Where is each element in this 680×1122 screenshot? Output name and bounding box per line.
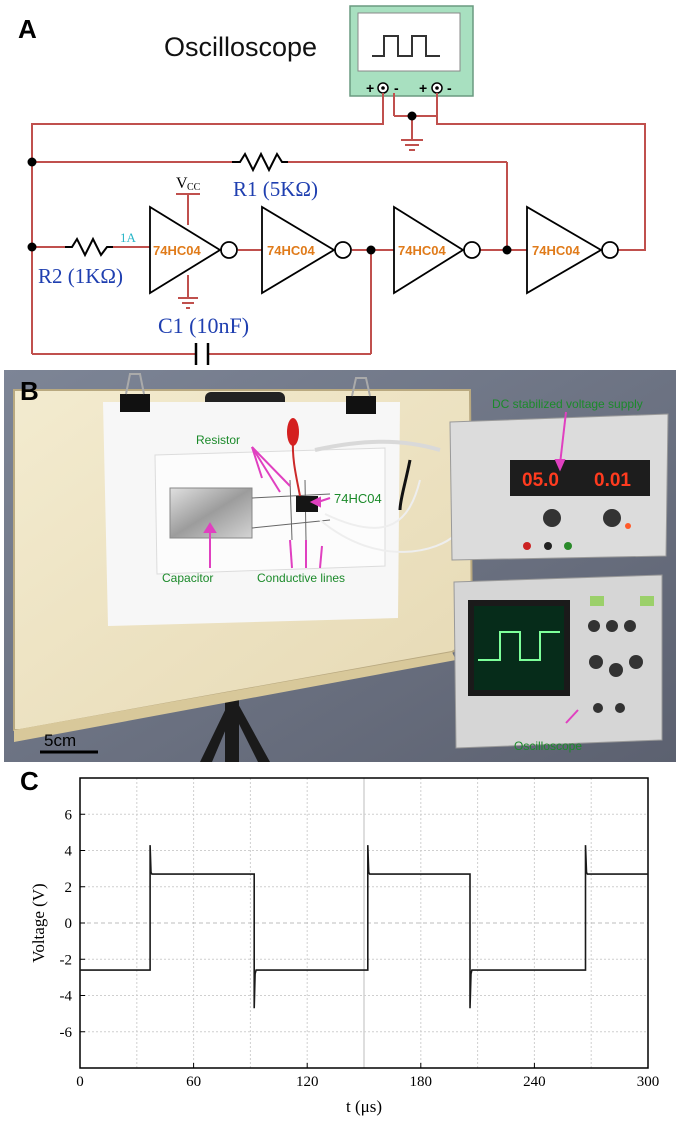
y-tick-label: -2 xyxy=(60,952,73,968)
dc-supply-label: DC stabilized voltage supply xyxy=(492,397,643,411)
panel-label-c: C xyxy=(20,766,39,796)
x-tick-label: 240 xyxy=(523,1074,546,1090)
x-tick-label: 300 xyxy=(637,1074,660,1090)
vcc-subscript: CC xyxy=(187,182,201,193)
inverter-gate-3: 74HC04 xyxy=(393,205,481,295)
board-edge xyxy=(14,652,456,742)
resistor-label: Resistor xyxy=(196,433,240,447)
probe-ch1-minus: - xyxy=(394,80,399,96)
y-tick-label: -4 xyxy=(60,989,73,1005)
probe-ch1-plus: + xyxy=(366,80,374,96)
resistor-r2 xyxy=(65,236,113,258)
scope-trace xyxy=(478,631,560,661)
ground-symbol xyxy=(401,139,423,151)
y-tick-label: 4 xyxy=(65,844,73,860)
y-tick-label: 0 xyxy=(65,916,73,932)
display-voltage: 05.0 xyxy=(522,470,559,491)
square-wave-icon xyxy=(372,35,440,57)
x-tick-label: 60 xyxy=(186,1074,201,1090)
x-tick-label: 0 xyxy=(76,1074,84,1090)
x-tick-label: 180 xyxy=(410,1074,433,1090)
annotation-arrows xyxy=(203,411,579,724)
conductive-lines-label: Conductive lines xyxy=(257,571,345,585)
capacitor-label: Capacitor xyxy=(162,571,213,585)
inverter-gate-4: 74HC04 xyxy=(526,205,619,295)
red-alligator-clip xyxy=(287,418,299,446)
probe-ch2-plus: + xyxy=(419,80,427,96)
gate-label-1: 74HC04 xyxy=(153,243,201,258)
oscilloscope-symbol: + - + - xyxy=(349,5,474,97)
probe-wires xyxy=(291,437,456,553)
display-current: 0.01 xyxy=(594,470,631,491)
pin-label-1a: 1A xyxy=(120,230,137,245)
gate-label-2: 74HC04 xyxy=(267,243,315,258)
r1-label: R1 (5KΩ) xyxy=(233,177,318,201)
tripod xyxy=(200,700,270,762)
inverter-gate-2: 74HC04 xyxy=(261,205,352,295)
r2-label: R2 (1KΩ) xyxy=(38,264,123,288)
x-axis-label: t (μs) xyxy=(346,1097,382,1116)
x-tick-label: 120 xyxy=(296,1074,319,1090)
resistor-r1 xyxy=(232,151,288,173)
gate-ground-symbol xyxy=(178,297,198,309)
dc-power-supply: 05.0 0.01 xyxy=(449,413,669,561)
binder-clip-left xyxy=(120,373,150,412)
experiment-photo: 05.0 0.01 xyxy=(4,370,676,762)
conductive-lines xyxy=(251,479,331,541)
binder-clip-right xyxy=(346,377,376,414)
y-tick-label: -6 xyxy=(60,1025,73,1041)
circuit-diagram: A + - + - Oscilloscope xyxy=(18,5,646,365)
circuit-wires xyxy=(31,93,646,355)
vcc-label: V xyxy=(176,175,188,192)
ic-label: 74HC04 xyxy=(334,491,382,506)
oscilloscope-device xyxy=(453,574,663,749)
c1-label: C1 (10nF) xyxy=(158,313,249,338)
oscilloscope-label: Oscilloscope xyxy=(164,32,317,62)
waveform-chart: C 0 60 120 180 240 300 6 4 2 0 -2 -4 -6 t (μs) Volta… xyxy=(20,766,660,1116)
y-tick-label: 6 xyxy=(65,807,73,823)
inverter-gate-1: 74HC04 xyxy=(149,205,238,295)
gate-label-3: 74HC04 xyxy=(398,243,446,258)
capacitor-c1 xyxy=(194,343,210,365)
substrate-sheet xyxy=(154,447,386,575)
probe-ch2-minus: - xyxy=(447,80,452,96)
ic-chip-photo xyxy=(296,496,318,512)
panel-label-b: B xyxy=(20,376,39,406)
panel-label-a: A xyxy=(18,14,37,44)
gate-label-4: 74HC04 xyxy=(532,243,580,258)
junction-dots xyxy=(27,111,512,255)
y-axis-label: Voltage (V) xyxy=(29,883,48,962)
y-tick-label: 2 xyxy=(65,880,73,896)
oscilloscope-photo-label: Oscilloscope xyxy=(514,739,582,753)
scale-label: 5cm xyxy=(44,731,76,750)
voltage-trace xyxy=(80,845,648,1009)
